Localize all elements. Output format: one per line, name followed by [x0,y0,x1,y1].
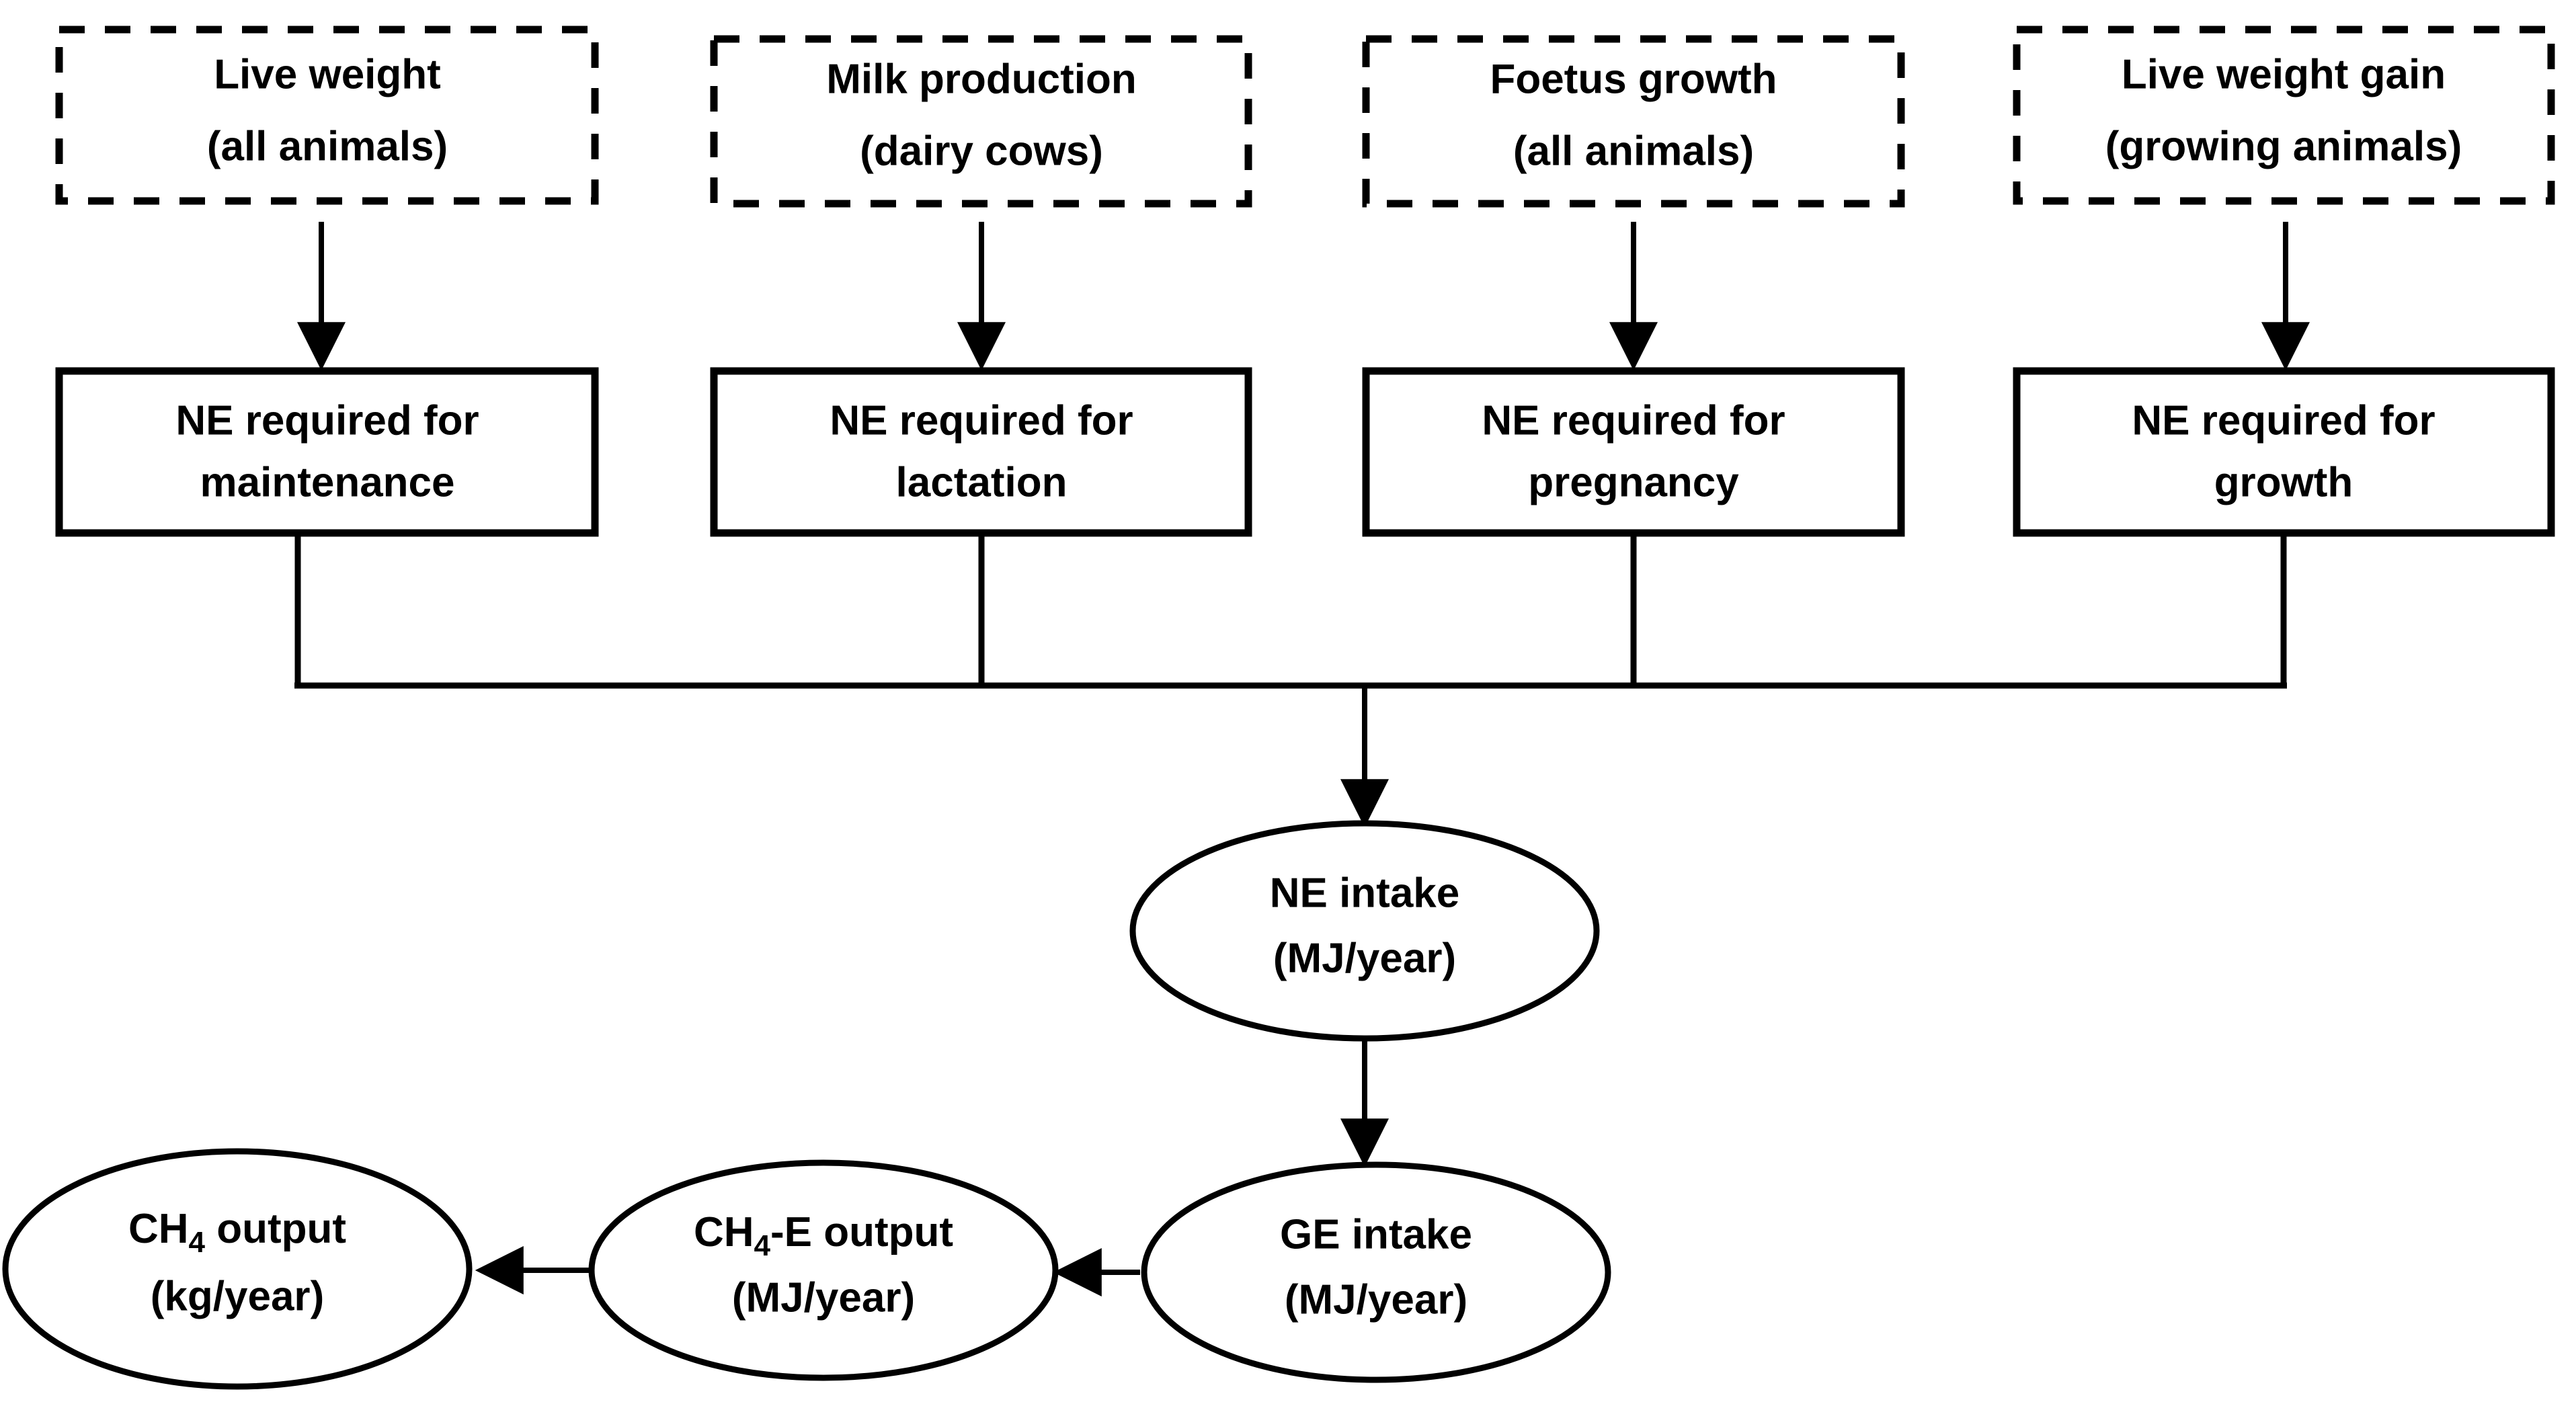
requirement-node-ne-pregnancy-line1: NE required for [1482,397,1785,444]
ch4-e-suffix: -E output [770,1209,953,1255]
input-node-foetus-growth-line2: (all animals) [1513,128,1754,174]
solid-rect-border [1362,367,1905,537]
input-node-live-weight-gain-line1: Live weight gain [2122,51,2446,97]
ch4-e-prefix: CH [694,1209,754,1255]
solid-rect-border [710,367,1252,537]
requirement-node-ne-growth-line1: NE required for [2132,397,2435,444]
dashed-rect-border [710,35,1252,208]
output-node-ch4-e-output[interactable]: CH4-E output (MJ/year) [588,1159,1059,1381]
output-node-ne-intake-line1: NE intake [1270,870,1460,916]
input-node-live-weight-gain[interactable]: Live weight gain (growing animals) [2013,26,2555,205]
requirement-node-ne-lactation-line1: NE required for [830,397,1133,444]
output-node-ge-intake[interactable]: GE intake (MJ/year) [1141,1161,1611,1383]
ellipse-border [1141,1161,1611,1383]
requirement-node-ne-growth-line2: growth [2214,459,2353,505]
requirement-node-ne-pregnancy-line2: pregnancy [1528,459,1739,505]
ellipse-border [2,1148,473,1390]
solid-rect-border [2013,367,2555,537]
output-node-ch4-output-line2: (kg/year) [151,1273,324,1319]
input-node-milk-production-line1: Milk production [826,56,1137,102]
input-node-live-weight-line1: Live weight [214,51,441,97]
requirement-node-ne-lactation-line2: lactation [896,459,1068,505]
ellipse-border [588,1159,1059,1381]
requirement-node-ne-maintenance-line2: maintenance [200,459,454,505]
dashed-rect-border [1362,35,1905,208]
output-node-ne-intake-line2: (MJ/year) [1273,935,1456,981]
output-node-ch4-e-output-line1: CH4-E output [694,1209,953,1262]
output-node-ch4-e-output-line2: (MJ/year) [732,1274,915,1321]
requirement-node-ne-growth[interactable]: NE required for growth [2013,367,2555,537]
dashed-rect-border [55,26,599,205]
input-node-milk-production-line2: (dairy cows) [860,128,1103,174]
requirement-node-ne-pregnancy[interactable]: NE required for pregnancy [1362,367,1905,537]
requirement-node-ne-lactation[interactable]: NE required for lactation [710,367,1252,537]
solid-rect-border [55,367,599,537]
output-node-ne-intake[interactable]: NE intake (MJ/year) [1129,820,1600,1042]
output-node-ge-intake-line1: GE intake [1280,1211,1472,1257]
output-node-ch4-output[interactable]: CH4 output (kg/year) [2,1148,473,1390]
input-node-foetus-growth[interactable]: Foetus growth (all animals) [1362,35,1905,208]
dashed-rect-border [2013,26,2555,205]
connector-merge-to-ne-intake [294,533,2287,828]
ch4-e-subscript: 4 [754,1229,771,1262]
ch4-suffix: output [205,1206,346,1252]
ch4-prefix: CH [128,1206,189,1252]
ch4-subscript: 4 [189,1226,206,1259]
requirement-node-ne-maintenance[interactable]: NE required for maintenance [55,367,599,537]
input-node-milk-production[interactable]: Milk production (dairy cows) [710,35,1252,208]
output-node-ch4-output-line1: CH4 output [128,1206,346,1258]
input-node-foetus-growth-line1: Foetus growth [1490,56,1777,102]
input-node-live-weight[interactable]: Live weight (all animals) [55,26,599,205]
ellipse-border [1129,820,1600,1042]
input-node-live-weight-line2: (all animals) [207,123,448,169]
output-node-ge-intake-line2: (MJ/year) [1285,1276,1467,1323]
input-node-live-weight-gain-line2: (growing animals) [2105,123,2462,169]
requirement-node-ne-maintenance-line1: NE required for [175,397,479,444]
